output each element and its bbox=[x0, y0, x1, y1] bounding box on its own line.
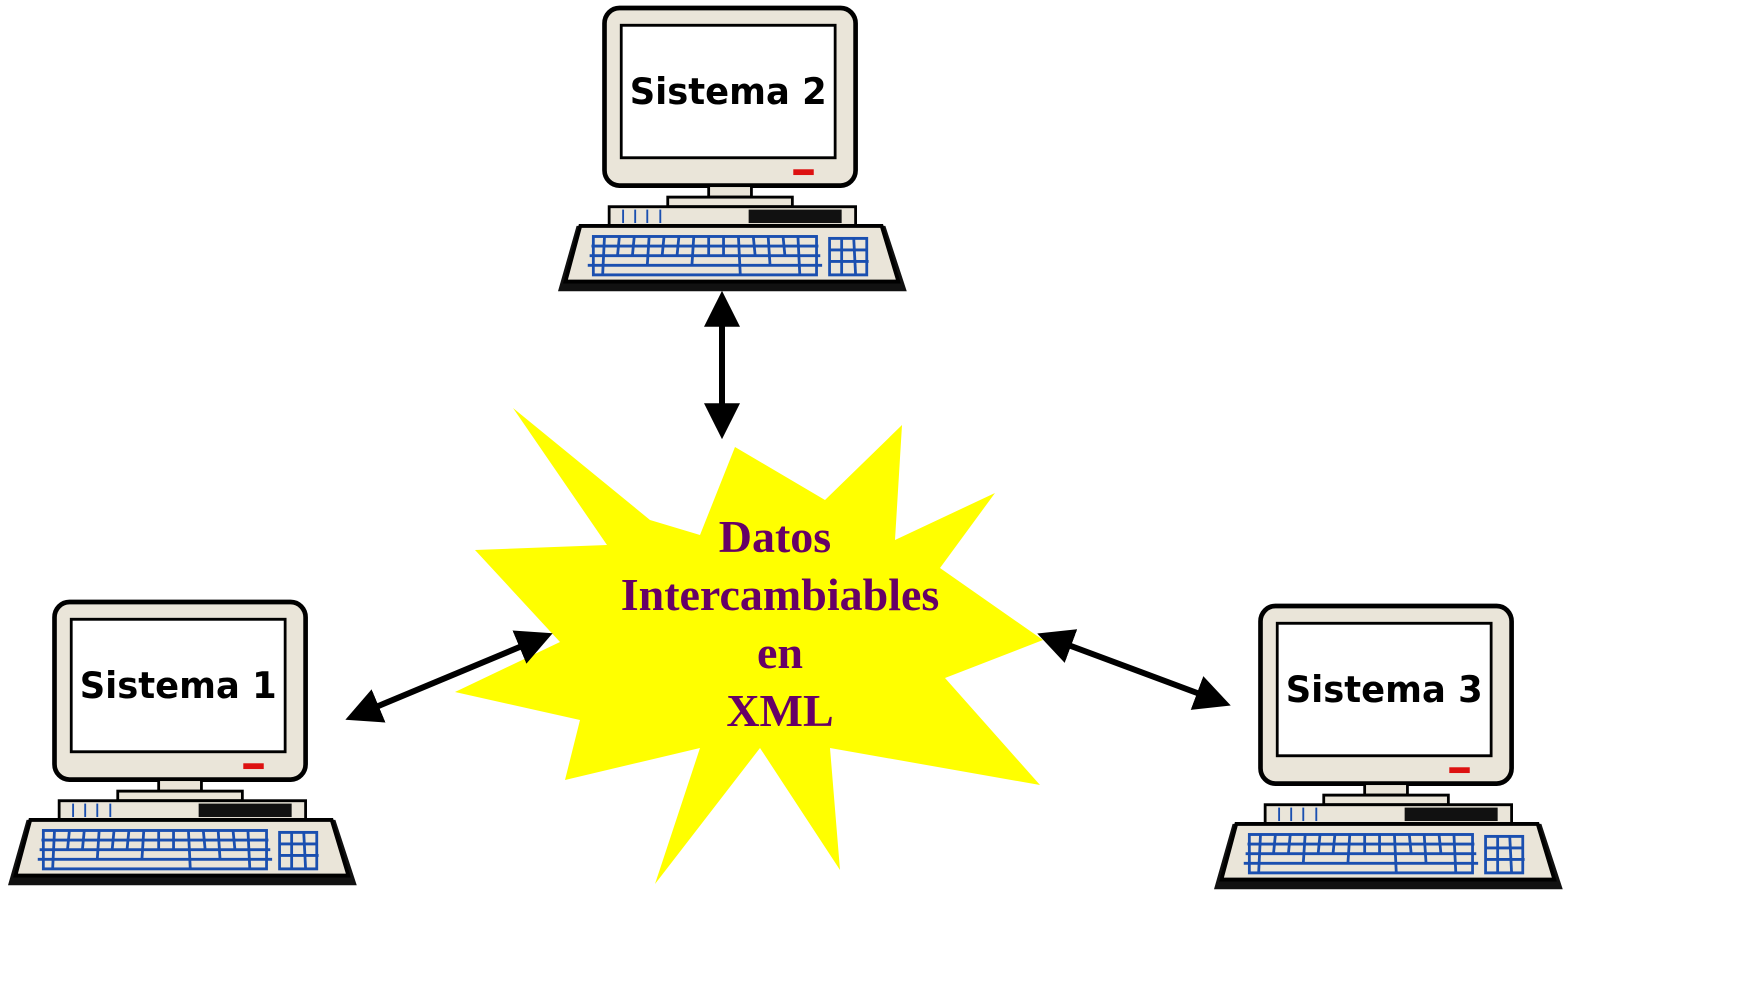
xml-star-text: Datos Intercambiables en XML bbox=[621, 511, 940, 736]
computer-label: Sistema 3 bbox=[1286, 669, 1483, 711]
computer-icon bbox=[1214, 606, 1563, 889]
computer-icon bbox=[8, 602, 357, 885]
arrow-xml-sistema-3 bbox=[1037, 629, 1231, 710]
star-line-3: en bbox=[757, 627, 803, 678]
star-line-1: Datos bbox=[719, 511, 831, 562]
computer-label: Sistema 1 bbox=[80, 665, 277, 707]
arrow-sistema-1-xml bbox=[345, 630, 553, 723]
star-line-4: XML bbox=[726, 685, 833, 736]
computer-icon bbox=[558, 8, 907, 291]
computer-sistema-1: Sistema 1 bbox=[8, 602, 357, 885]
star-line-2: Intercambiables bbox=[621, 569, 940, 620]
xml-starburst bbox=[455, 408, 1043, 884]
computer-sistema-3: Sistema 3 bbox=[1214, 606, 1563, 889]
computer-sistema-2: Sistema 2 bbox=[558, 8, 907, 291]
computer-label: Sistema 2 bbox=[630, 71, 827, 113]
